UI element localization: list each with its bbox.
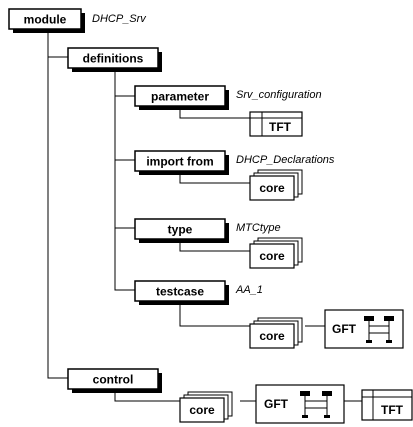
type-core-doc: core: [249, 237, 303, 269]
svg-text:import from: import from: [146, 155, 213, 169]
svg-text:GFT: GFT: [264, 397, 289, 411]
svg-text:core: core: [259, 249, 285, 263]
connector-module-control: [47, 21, 68, 379]
control-core-doc: core: [179, 391, 233, 423]
control-gft-doc: GFT: [255, 384, 345, 424]
import-from-box: import from: [134, 150, 229, 175]
module-name: DHCP_Srv: [92, 13, 147, 25]
connector-import-core: [179, 172, 250, 184]
parameter-tft-doc: TFT: [249, 111, 303, 137]
testcase-gft-doc: GFT: [324, 309, 404, 349]
connector-testcase-core: [179, 302, 250, 327]
svg-text:GFT: GFT: [332, 322, 357, 336]
type-box: type: [134, 218, 229, 243]
parameter-box: parameter: [134, 85, 229, 110]
connector-type-core: [179, 240, 250, 252]
svg-text:TFT: TFT: [381, 403, 404, 417]
gft-sequence-icon: [300, 391, 332, 418]
svg-text:definitions: definitions: [83, 52, 144, 66]
definitions-box: definitions: [67, 47, 162, 72]
svg-text:type: type: [168, 223, 193, 237]
testcase-core-doc: core: [249, 317, 303, 349]
import-core-doc: core: [249, 169, 303, 201]
parameter-name: Srv_configuration: [236, 89, 322, 101]
import-from-name: DHCP_Declarations: [236, 154, 335, 166]
module-box: module: [8, 8, 85, 33]
svg-text:testcase: testcase: [156, 285, 204, 299]
svg-text:core: core: [259, 329, 285, 343]
gft-sequence-icon: [364, 316, 394, 343]
connector-definitions-testcase: [114, 66, 135, 291]
testcase-name: AA_1: [235, 284, 263, 296]
svg-text:module: module: [24, 13, 67, 27]
control-tft-doc: TFT: [361, 389, 413, 421]
testcase-box: testcase: [134, 280, 229, 305]
svg-text:TFT: TFT: [269, 120, 292, 134]
svg-text:core: core: [189, 403, 215, 417]
control-box: control: [67, 368, 162, 393]
type-name: MTCtype: [236, 222, 281, 234]
connector-parameter-tft: [179, 107, 250, 119]
svg-text:parameter: parameter: [151, 90, 209, 104]
svg-text:core: core: [259, 181, 285, 195]
svg-text:control: control: [93, 373, 134, 387]
